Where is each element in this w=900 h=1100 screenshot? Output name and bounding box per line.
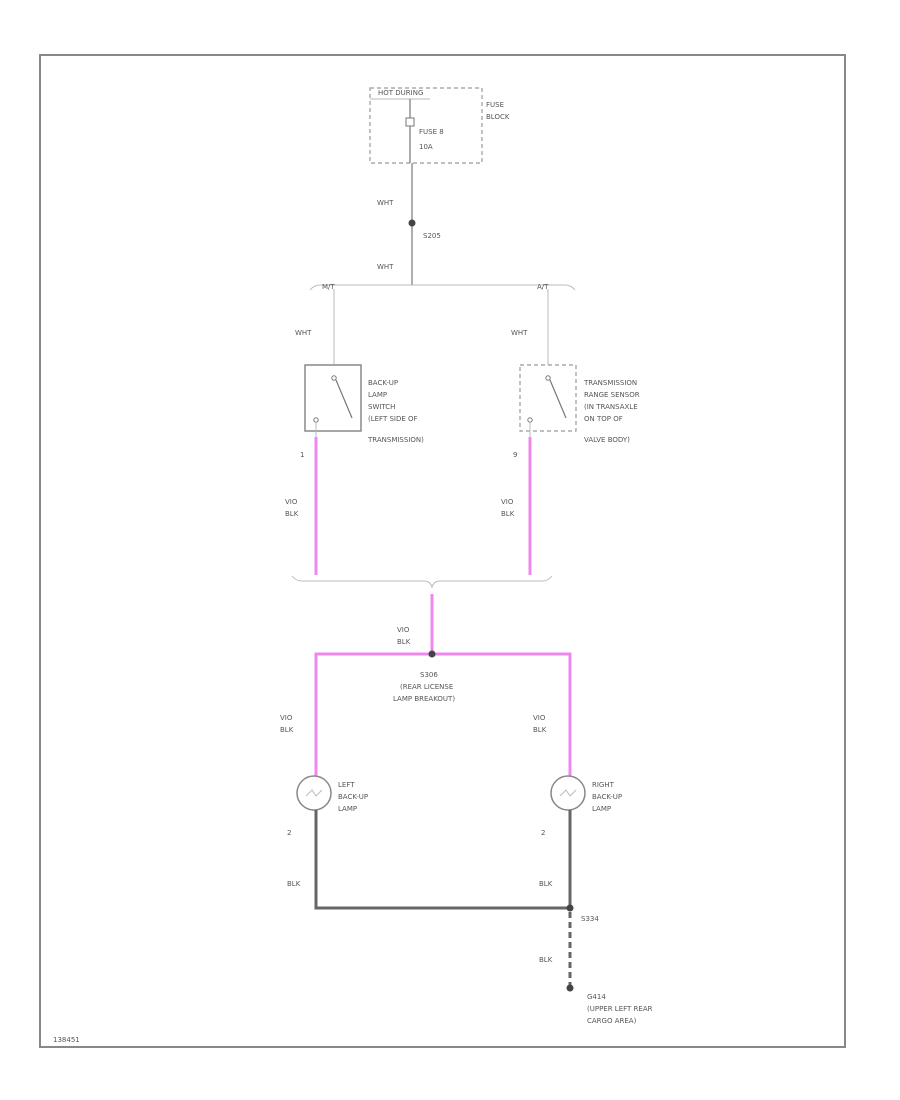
transmission-range-sensor: TRANSMISSION RANGE SENSOR (IN TRANSAXLE … (519, 364, 640, 444)
ground-left-color: BLK (287, 880, 301, 888)
ground-g414-icon (566, 984, 574, 992)
backup-switch-pin: 1 (300, 451, 304, 459)
ground-g414-desc-1: (UPPER LEFT REAR (587, 1005, 653, 1013)
splice-s306-desc-2: LAMP BREAKOUT) (393, 695, 455, 703)
splice-s334-label: S334 (581, 915, 599, 923)
wire-branch-color: WHT (377, 263, 394, 271)
splice-s306-id: S306 (420, 671, 438, 679)
ground-g414-id: G414 (587, 993, 606, 1001)
range-sensor-label-3: (IN TRANSAXLE (584, 403, 638, 411)
range-sensor-contact-top (545, 375, 551, 381)
range-sensor-box (519, 364, 577, 432)
backup-switch-label-1: BACK-UP (368, 379, 398, 387)
ground-right-color: BLK (539, 880, 553, 888)
splice-s334-node (566, 904, 574, 912)
splice-s205-label: S205 (423, 232, 441, 240)
right-lamp-pin: 2 (541, 829, 545, 837)
backup-switch-label-4: (LEFT SIDE OF (368, 415, 418, 423)
fuse-label: FUSE 8 (419, 128, 444, 136)
diagram-frame (39, 54, 846, 1048)
branch-left-tag: M/T (322, 283, 335, 291)
backup-switch-contact-top (331, 375, 337, 381)
fuse-icon (405, 117, 415, 127)
right-out-color-2: BLK (501, 510, 515, 518)
fuse-block: HOT DURING FUSE 8 10A FUSE BLOCK (369, 87, 510, 164)
fuse-block-outline (369, 87, 483, 164)
backup-lamp-switch: BACK-UP LAMP SWITCH (LEFT SIDE OF TRANSM… (304, 364, 424, 444)
right-lamp-label-1: RIGHT (592, 781, 615, 789)
right-backup-lamp: RIGHT BACK-UP LAMP (550, 775, 622, 813)
left-lamp-filament (305, 789, 323, 797)
fuse-rating: 10A (419, 143, 433, 151)
splice-s306-node (428, 650, 436, 658)
right-lamp-label-2: BACK-UP (592, 793, 622, 801)
ground-wire-color: BLK (539, 956, 553, 964)
backup-switch-label-5: TRANSMISSION) (367, 436, 424, 444)
wire-top-color: WHT (377, 199, 394, 207)
left-backup-lamp: LEFT BACK-UP LAMP (296, 775, 368, 813)
lamp-left-in-color-1: VIO (280, 714, 293, 722)
switch-right-in-color: WHT (511, 329, 528, 337)
range-sensor-label-4: ON TOP OF (584, 415, 623, 423)
right-lamp-filament (559, 789, 577, 797)
lamp-left-in-color-2: BLK (280, 726, 294, 734)
backup-switch-label-3: SWITCH (368, 403, 395, 411)
left-out-color-1: VIO (285, 498, 298, 506)
merge-color-2: BLK (397, 638, 411, 646)
backup-switch-label-2: LAMP (368, 391, 387, 399)
backup-switch-box (304, 364, 362, 432)
range-sensor-label-1: TRANSMISSION (583, 379, 637, 387)
lamp-right-in-color-2: BLK (533, 726, 547, 734)
merge-color-1: VIO (397, 626, 410, 634)
range-sensor-label-2: RANGE SENSOR (584, 391, 640, 399)
right-lamp-label-3: LAMP (592, 805, 611, 813)
wire-ground-bus (314, 810, 572, 910)
right-out-color-1: VIO (501, 498, 514, 506)
left-lamp-label-1: LEFT (338, 781, 355, 789)
fuse-block-hot-label: HOT DURING (378, 89, 423, 97)
wire-lamp-bus (314, 652, 572, 776)
left-out-color-2: BLK (285, 510, 299, 518)
range-sensor-pin: 9 (513, 451, 517, 459)
lamp-right-in-color-1: VIO (533, 714, 546, 722)
backup-switch-blade (335, 379, 353, 419)
diagram-code: 138451 (53, 1036, 80, 1044)
switch-left-in-color: WHT (295, 329, 312, 337)
range-sensor-contact-bottom (527, 417, 533, 423)
ground-g414-desc-2: CARGO AREA) (587, 1017, 637, 1025)
fuse-block-name-1: FUSE (486, 101, 504, 109)
left-lamp-label-2: BACK-UP (338, 793, 368, 801)
left-lamp-label-3: LAMP (338, 805, 357, 813)
splice-s205-node (408, 219, 416, 227)
merge-brace (291, 575, 553, 589)
backup-switch-contact-bottom (313, 417, 319, 423)
splice-s306-desc-1: (REAR LICENSE (400, 683, 453, 691)
range-sensor-blade (549, 379, 567, 419)
branch-bus (309, 284, 576, 291)
left-lamp-pin: 2 (287, 829, 291, 837)
fuse-block-name-2: BLOCK (486, 113, 510, 121)
range-sensor-label-5: VALVE BODY) (584, 436, 630, 444)
branch-right-tag: A/T (537, 283, 549, 291)
